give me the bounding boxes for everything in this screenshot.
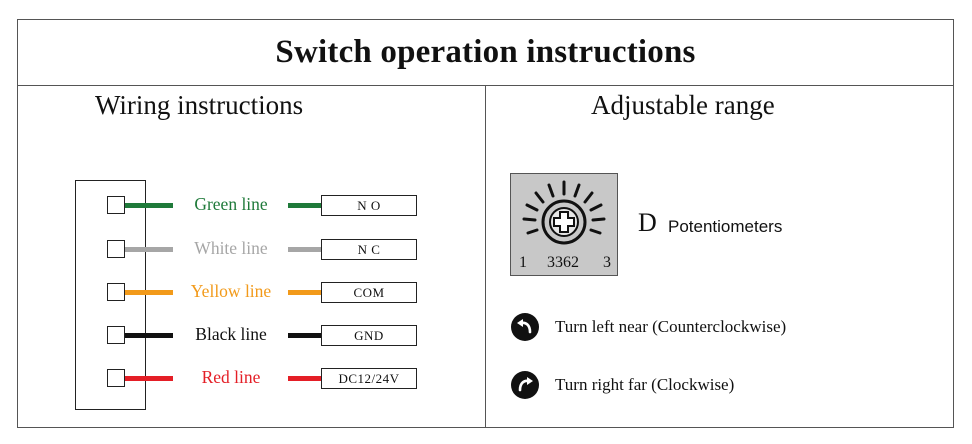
potentiometer-image: 1 3362 3 (510, 173, 618, 276)
wire-segment (288, 290, 322, 295)
potentiometer-dial-icon (522, 180, 606, 245)
terminal-square (107, 283, 125, 301)
terminal-square (107, 369, 125, 387)
range-title: Adjustable range (591, 90, 775, 120)
terminal-label: N O (321, 195, 417, 216)
terminal-square (107, 326, 125, 344)
wire-row-green: Green line N O (0, 194, 972, 217)
wire-segment (288, 333, 322, 338)
terminal-square (107, 240, 125, 258)
pot-description: Potentiometers (668, 217, 783, 236)
pot-pin-left: 1 (519, 254, 527, 271)
wire-segment (288, 247, 322, 252)
pot-pin-right: 3 (603, 254, 611, 271)
wire-segment (125, 290, 173, 295)
terminal-square (107, 196, 125, 214)
turn-right-text: Turn right far (Clockwise) (555, 375, 735, 394)
terminal-block (75, 180, 146, 410)
wire-segment (125, 333, 173, 338)
wire-segment (125, 203, 173, 208)
turn-left-text: Turn left near (Counterclockwise) (555, 317, 787, 336)
wire-segment (125, 247, 173, 252)
pot-letter: D (638, 208, 657, 237)
wiring-title: Wiring instructions (95, 90, 304, 120)
page-title: Switch operation instructions (275, 34, 696, 70)
clockwise-arrow-icon (511, 371, 539, 399)
terminal-label: GND (321, 325, 417, 346)
wire-label: Green line (194, 194, 268, 214)
wire-label: White line (194, 238, 268, 258)
terminal-label: COM (321, 282, 417, 303)
turn-right-row: Turn right far (Clockwise) (511, 371, 931, 401)
wire-label: Black line (195, 324, 267, 344)
terminal-label: DC12/24V (321, 368, 417, 389)
wire-row-black: Black line GND (0, 324, 972, 347)
turn-left-row: Turn left near (Counterclockwise) (511, 313, 931, 343)
pot-code: 3362 (547, 254, 579, 271)
wire-row-red: Red line DC12/24V (0, 367, 972, 390)
wire-label: Red line (201, 367, 261, 387)
counterclockwise-arrow-icon (511, 313, 539, 341)
terminal-label: N C (321, 239, 417, 260)
wire-segment (288, 203, 322, 208)
wire-label: Yellow line (190, 281, 272, 301)
instruction-frame: Switch operation instructions (17, 19, 954, 428)
panel-divider (485, 86, 486, 427)
title-bar: Switch operation instructions (18, 20, 953, 86)
wire-row-yellow: Yellow line COM (0, 281, 972, 304)
wire-row-white: White line N C (0, 238, 972, 261)
wire-segment (288, 376, 322, 381)
wire-segment (125, 376, 173, 381)
